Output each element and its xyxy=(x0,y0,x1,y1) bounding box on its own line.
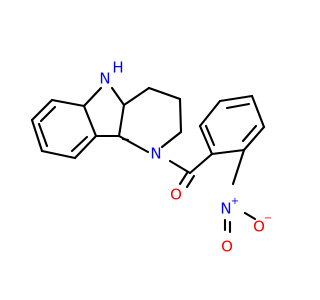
nitro-nitrogen-label: N xyxy=(220,200,231,218)
bond xyxy=(121,137,130,142)
nitro-oxygen-right-label: O xyxy=(253,218,265,236)
bond xyxy=(70,135,89,153)
bond xyxy=(225,102,251,110)
bond xyxy=(178,97,183,134)
bond xyxy=(168,159,192,175)
bond xyxy=(210,148,246,156)
nitro-oxygen-minus-charge: − xyxy=(264,213,272,224)
bond xyxy=(198,124,214,156)
bond xyxy=(242,125,266,152)
molecule-drawing: N H N O N + O O − xyxy=(30,59,272,256)
bond xyxy=(160,130,183,149)
bond xyxy=(147,86,182,101)
bond xyxy=(40,149,77,160)
bond xyxy=(218,94,254,103)
bond xyxy=(50,98,86,108)
bond xyxy=(110,86,126,107)
bond xyxy=(250,94,266,129)
carbonyl-oxygen-label: O xyxy=(170,186,182,204)
indole-hydrogen-label: H xyxy=(112,59,123,77)
bond xyxy=(241,124,258,143)
bond xyxy=(117,103,126,138)
bond xyxy=(30,118,44,153)
bond xyxy=(82,104,98,138)
bond xyxy=(37,122,49,148)
bond xyxy=(178,171,189,186)
bond xyxy=(39,105,57,123)
bond xyxy=(73,134,98,160)
bond xyxy=(30,98,54,122)
bond xyxy=(122,86,151,107)
nitro-plus-charge: + xyxy=(231,196,239,207)
bond xyxy=(243,211,257,221)
bond xyxy=(185,174,196,189)
bond xyxy=(198,99,222,128)
bond xyxy=(188,152,214,175)
nitro-oxygen-bottom-label: O xyxy=(221,238,233,256)
ring-nitrogen-label: N xyxy=(150,145,161,163)
bond xyxy=(204,124,216,147)
indole-nitrogen-label: N xyxy=(99,70,110,88)
bond xyxy=(82,86,103,108)
structure-canvas: N H N O N + O O − xyxy=(30,58,273,256)
bond xyxy=(231,148,246,186)
